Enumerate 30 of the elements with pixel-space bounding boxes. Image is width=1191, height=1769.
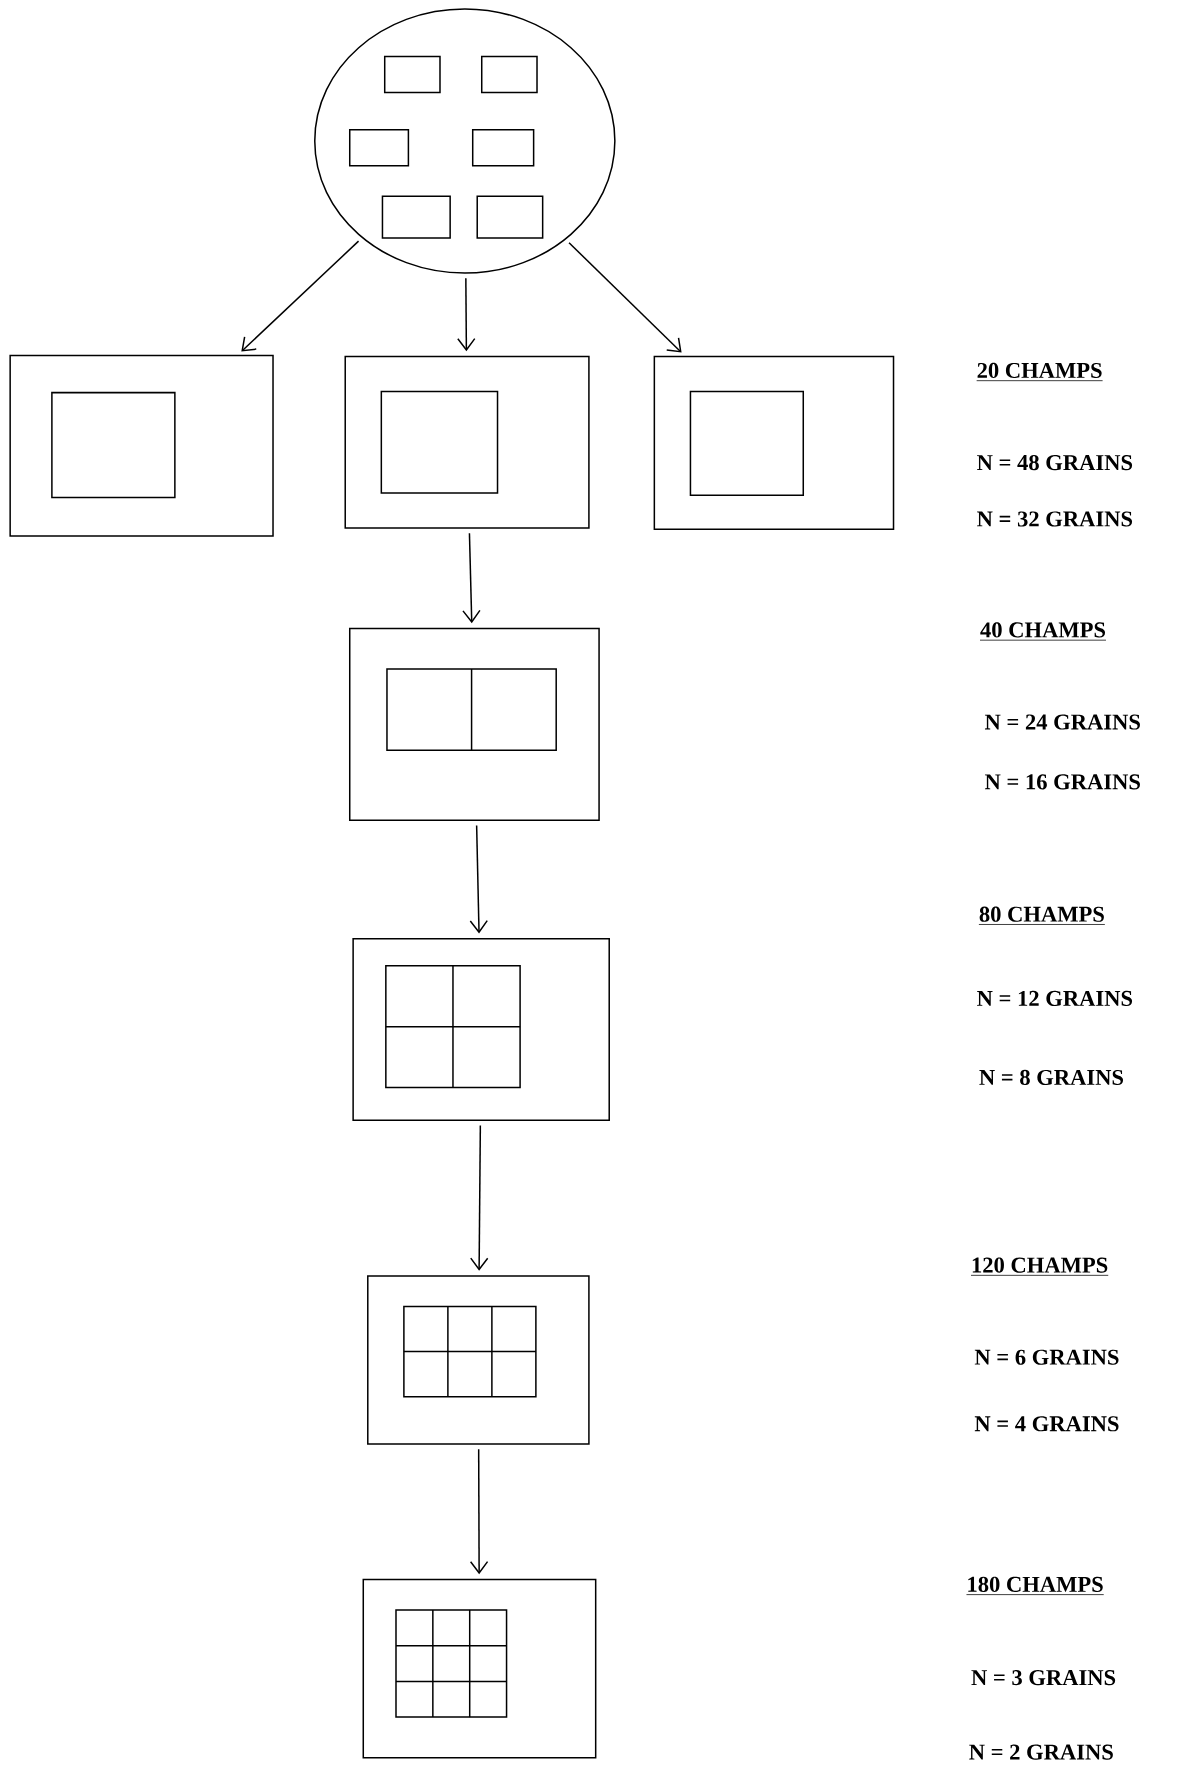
arrow [469,1448,489,1575]
grain-count: N = 8 GRAINS [979,1069,1123,1086]
grain-count: N = 32 GRAINS [976,511,1132,527]
arrow [469,824,488,934]
grain-count: N = 48 GRAINS [976,454,1132,471]
heading: 80 CHAMPS [978,906,1106,925]
arrow [469,1124,489,1271]
arrow [241,240,360,352]
grain-count: N = 3 GRAINS [971,1670,1115,1686]
grain-count: N = 2 GRAINS [969,1744,1113,1760]
slide-drawing [352,937,610,1122]
grain-count: N = 24 GRAINS [984,714,1140,730]
grain-count: N = 6 GRAINS [974,1349,1119,1365]
slide-drawing [9,354,274,537]
heading: 40 CHAMPS [979,622,1107,641]
slide-drawing [362,1578,597,1759]
grain-count: N = 12 GRAINS [976,990,1132,1007]
circle-drawing [313,8,616,274]
grain-count: N = 4 GRAINS [974,1416,1119,1432]
grain-count: N = 16 GRAINS [984,774,1140,790]
heading: 20 CHAMPS [976,362,1103,382]
arrow [462,532,481,624]
slide-drawing [653,355,895,530]
heading: 180 CHAMPS [965,1576,1104,1595]
heading: 120 CHAMPS [970,1257,1109,1276]
slide-drawing [366,1275,590,1445]
arrow [568,242,682,353]
slide-drawing [344,355,590,529]
arrow [456,277,476,352]
slide-drawing [348,627,600,821]
